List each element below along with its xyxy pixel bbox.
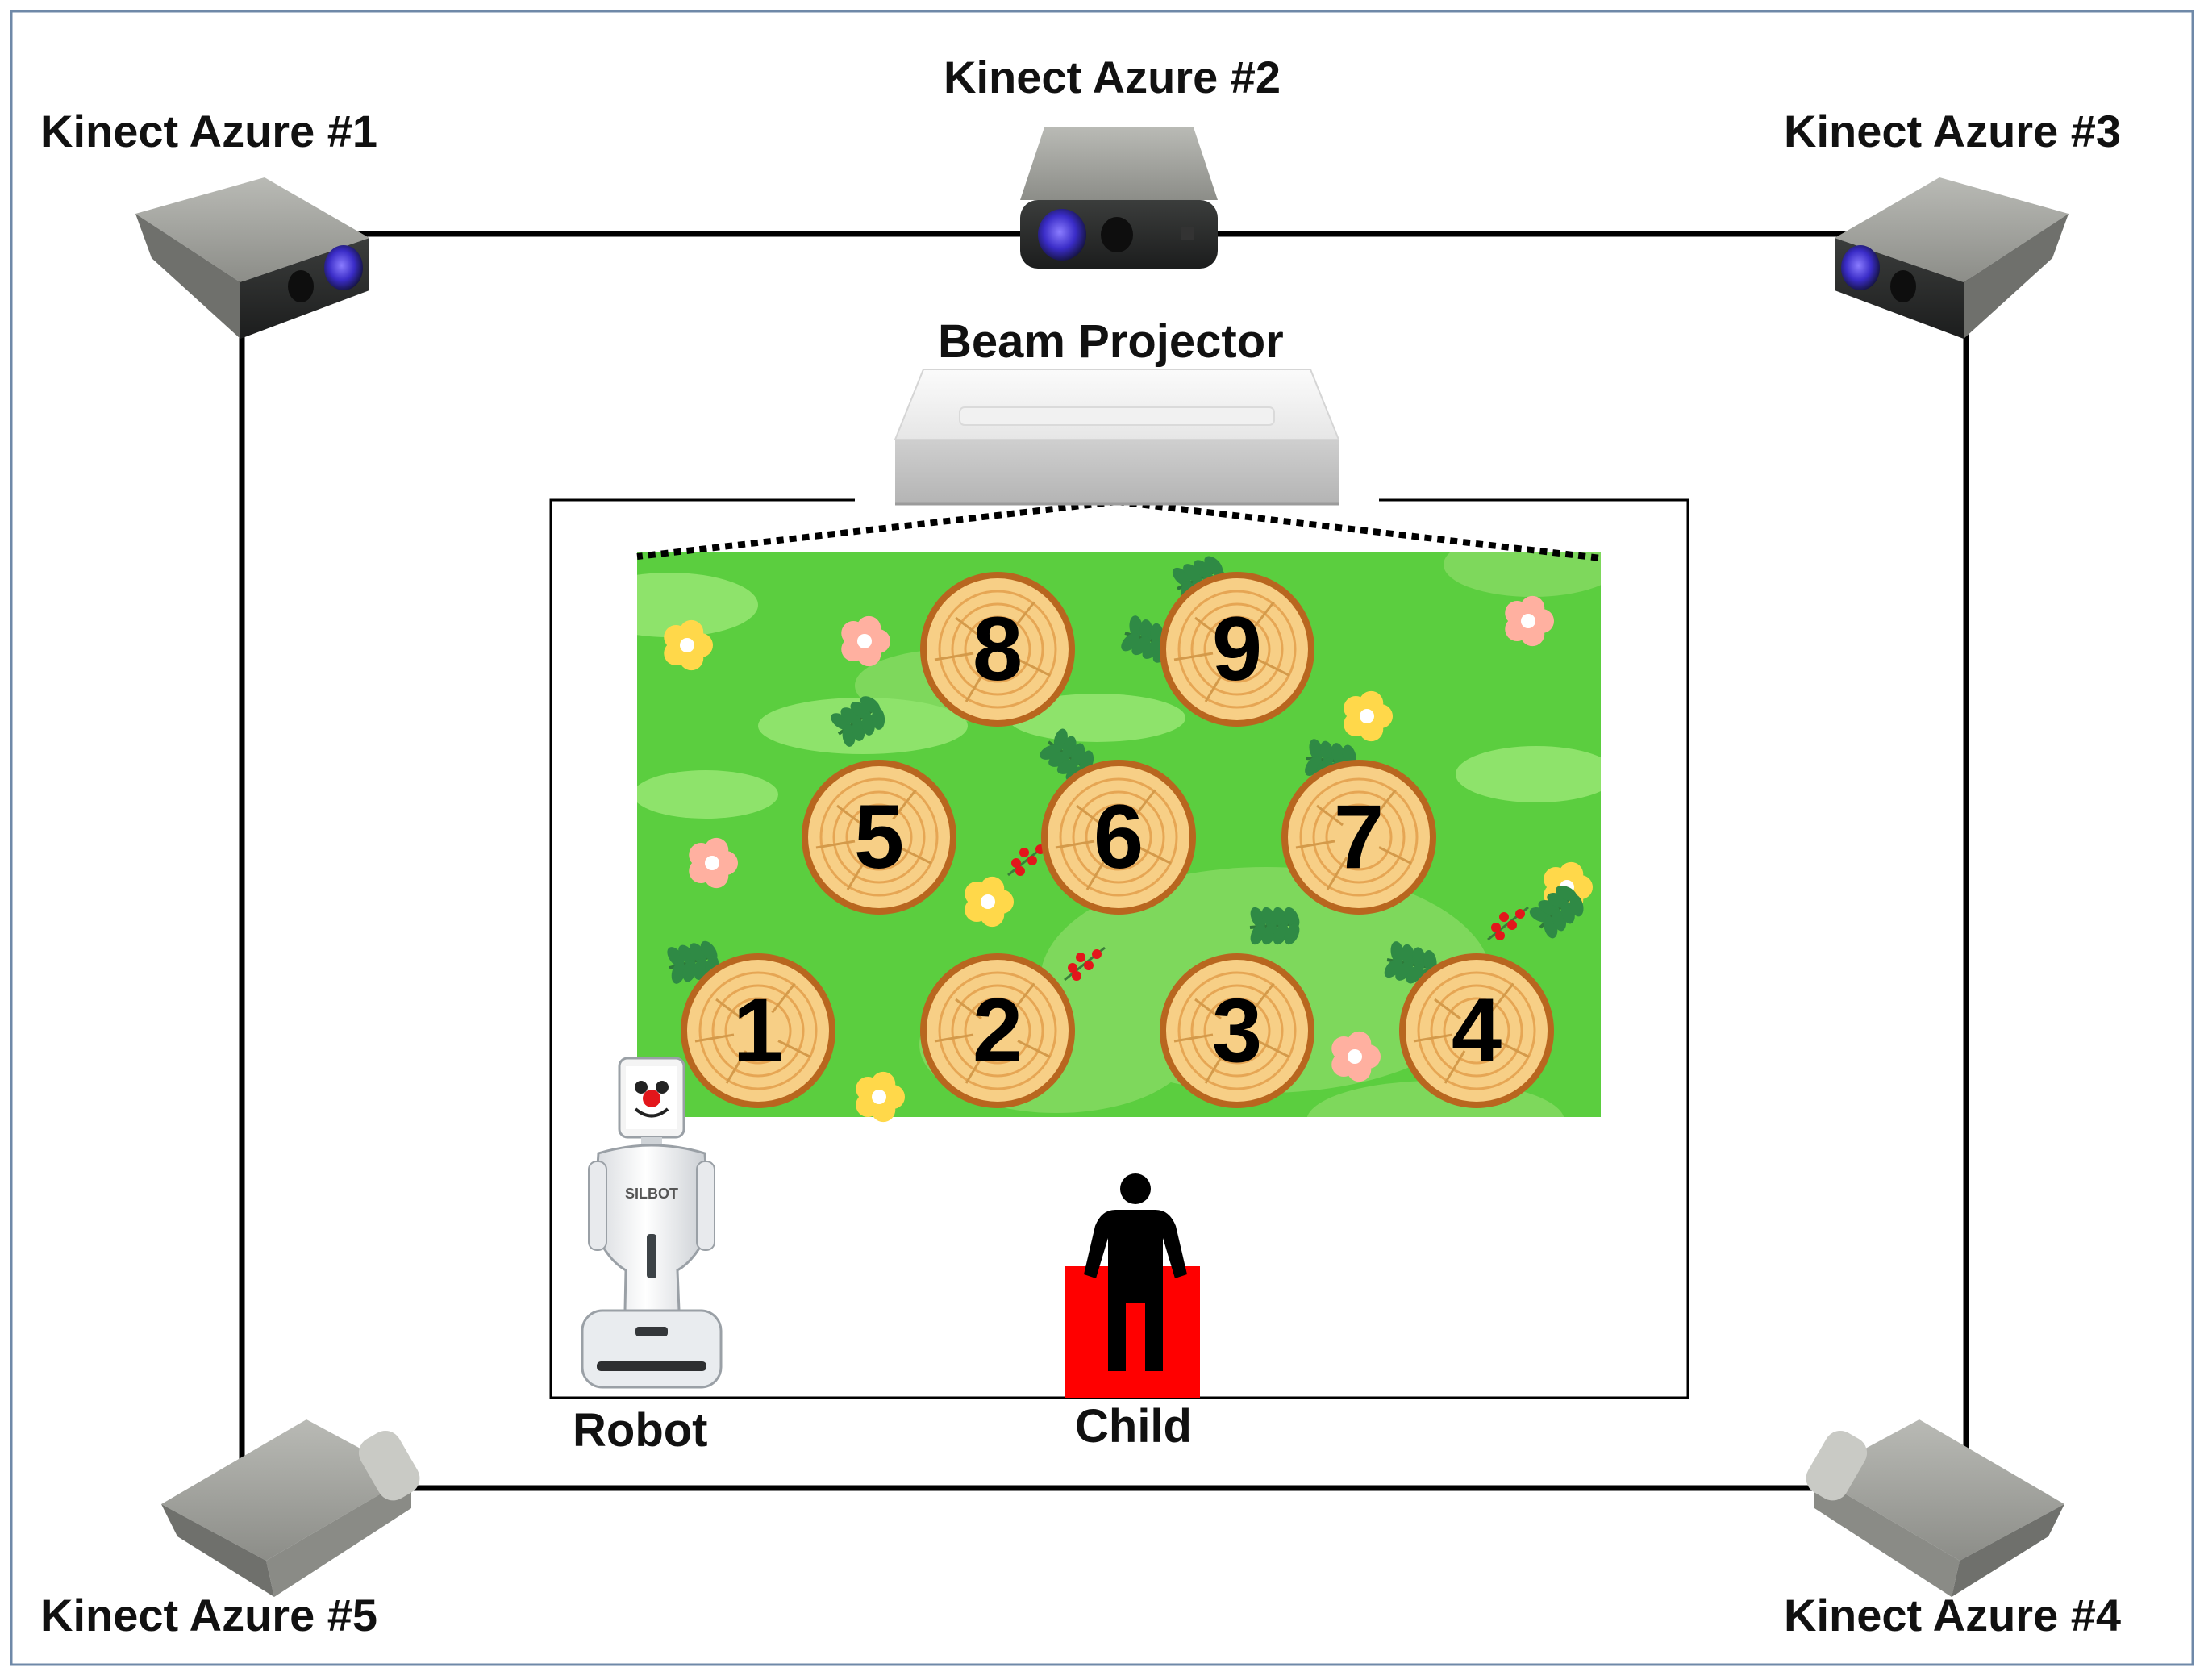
projector-label: Beam Projector [938, 315, 1284, 368]
flower-icon [965, 876, 1014, 928]
beam-projector-icon [894, 369, 1340, 506]
flower-icon [856, 1071, 905, 1123]
camera-4-label: Kinect Azure #4 [1784, 1590, 2122, 1640]
stump-3: 3 [1160, 953, 1314, 1108]
stump-8: 8 [920, 572, 1075, 727]
stump-9: 9 [1160, 572, 1314, 727]
stump-number: 7 [1334, 786, 1384, 887]
camera-5-label: Kinect Azure #5 [40, 1590, 378, 1640]
stump-number: 9 [1212, 598, 1262, 699]
stump-number: 6 [1094, 786, 1144, 887]
kinect-camera-2-icon [1020, 127, 1218, 269]
stump-number: 5 [854, 786, 904, 887]
flower-icon [664, 619, 713, 671]
stump-number: 3 [1212, 980, 1262, 1081]
child-label: Child [1075, 1400, 1192, 1453]
child-icon [1065, 1173, 1200, 1398]
stump-number: 2 [973, 980, 1023, 1081]
stump-5: 5 [802, 760, 956, 915]
stump-group: 1 2 3 4 5 6 7 8 9 [681, 572, 1554, 1108]
figure-border [10, 10, 2194, 1666]
kinect-camera-3-icon [1835, 177, 2069, 339]
robot-label: Robot [573, 1404, 708, 1457]
leaf-icon [667, 940, 719, 984]
leaf-icon [1249, 907, 1300, 945]
berry-icon [1487, 906, 1529, 941]
stump-2: 2 [920, 953, 1075, 1108]
camera-1-label: Kinect Azure #1 [40, 106, 378, 156]
stump-1: 1 [681, 953, 835, 1108]
kinect-camera-5-icon [161, 1419, 420, 1597]
leaf-icon [1529, 886, 1584, 939]
flower-icon [1344, 690, 1393, 742]
berry-icon [1064, 946, 1106, 982]
stump-6: 6 [1041, 760, 1196, 915]
projection-beam-lines [636, 498, 1602, 561]
flower-icon [689, 837, 738, 889]
flower-icon [841, 615, 890, 667]
stump-number: 1 [733, 980, 783, 1081]
leaf-icon [831, 696, 885, 747]
stump-number: 8 [973, 598, 1023, 699]
kinect-camera-1-icon [135, 177, 369, 339]
flower-icon [1505, 595, 1554, 647]
stump-number: 4 [1452, 980, 1502, 1081]
kinect-camera-4-icon [1806, 1419, 2064, 1597]
camera-3-label: Kinect Azure #3 [1784, 106, 2122, 156]
robot-brand-text: SILBOT [625, 1186, 678, 1202]
stump-4: 4 [1399, 953, 1554, 1108]
camera-2-label: Kinect Azure #2 [944, 52, 1281, 102]
flower-icon [1331, 1031, 1381, 1082]
stump-7: 7 [1281, 760, 1436, 915]
robot-icon: SILBOT [581, 1057, 723, 1389]
